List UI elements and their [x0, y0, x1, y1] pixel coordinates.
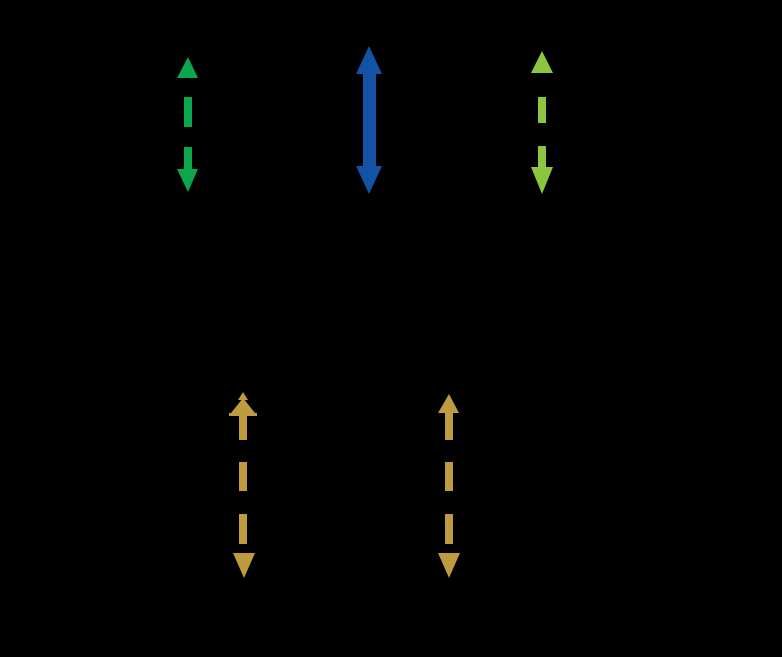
arrowhead-down-icon	[177, 169, 198, 192]
arrow-dash	[538, 97, 546, 123]
double-arrow-gold-right-dashed-icon	[438, 394, 460, 578]
arrowhead-up-icon	[177, 57, 198, 78]
arrow-crossbar	[229, 413, 257, 416]
arrow-shaft	[184, 147, 192, 171]
arrow-shaft	[445, 411, 453, 440]
arrow-shaft	[363, 72, 376, 168]
double-arrow-gold-left-dashed-icon	[229, 392, 257, 578]
arrow-dash	[239, 514, 247, 544]
double-arrow-green-dashed-icon	[177, 57, 198, 192]
arrowhead-down-icon	[531, 167, 553, 194]
arrowhead-down-icon	[438, 553, 460, 578]
arrow-dash	[239, 462, 247, 491]
arrowhead-up-icon	[531, 51, 553, 73]
arrowhead-up-icon	[231, 398, 255, 413]
small-arrowhead-up-icon	[238, 392, 248, 400]
arrow-dash	[445, 462, 453, 491]
arrow-dash	[184, 97, 192, 127]
arrowhead-down-icon	[233, 553, 255, 578]
arrow-shaft	[538, 146, 546, 168]
arrow-shaft	[239, 416, 247, 440]
arrowhead-up-icon	[356, 46, 382, 74]
double-arrow-lightgreen-dashed-icon	[531, 51, 553, 194]
arrowhead-up-icon	[438, 394, 459, 413]
arrowhead-down-icon	[356, 166, 382, 194]
double-arrow-blue-solid-icon	[356, 46, 382, 194]
arrow-dash	[445, 514, 453, 544]
